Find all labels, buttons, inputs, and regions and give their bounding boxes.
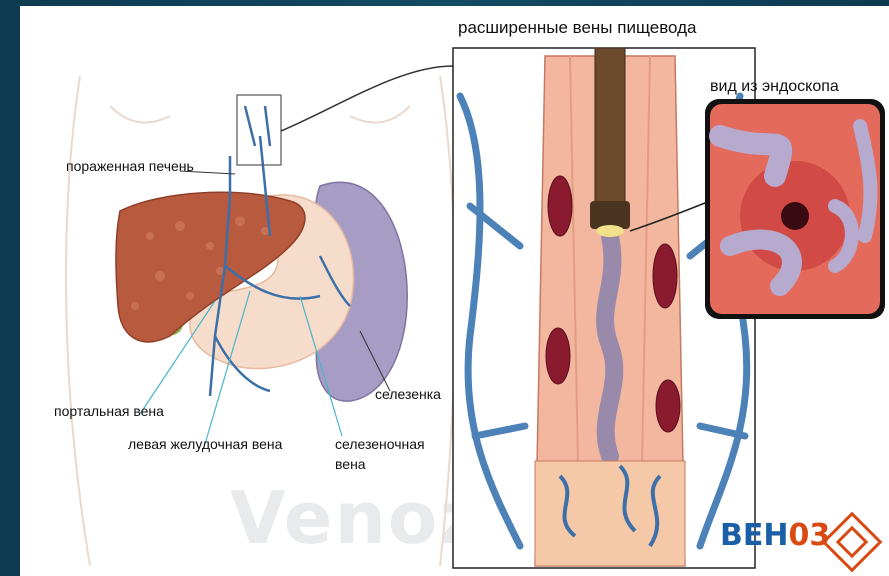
endoscope-view: [710, 104, 880, 314]
logo-text: ВЕН03: [720, 518, 830, 553]
endoscope-title: вид из эндоскопа: [710, 78, 839, 96]
logo-emblem-icon: [824, 514, 881, 571]
varix-chain: [605, 236, 614, 456]
label-left-gastric-vein: левая желудочная вена: [128, 436, 282, 452]
endoscope-tip: [590, 201, 630, 229]
stomach-junction: [535, 461, 685, 566]
label-liver: пораженная печень: [66, 158, 194, 174]
label-splenic-vein-line1: селезеночная: [335, 436, 425, 452]
esophagus-title: расширенные вены пищевода: [458, 18, 697, 38]
label-spleen: селезенка: [375, 386, 441, 402]
label-splenic-vein-line2: вена: [335, 456, 366, 472]
logo-text-accent: 03: [788, 518, 830, 553]
logo-text-main: ВЕН: [720, 518, 788, 553]
endoscope-tube: [595, 48, 625, 223]
inset-marker: [237, 95, 281, 165]
label-portal-vein: портальная вена: [54, 403, 164, 419]
illustration-panel: Venoz.ru: [20, 6, 889, 576]
